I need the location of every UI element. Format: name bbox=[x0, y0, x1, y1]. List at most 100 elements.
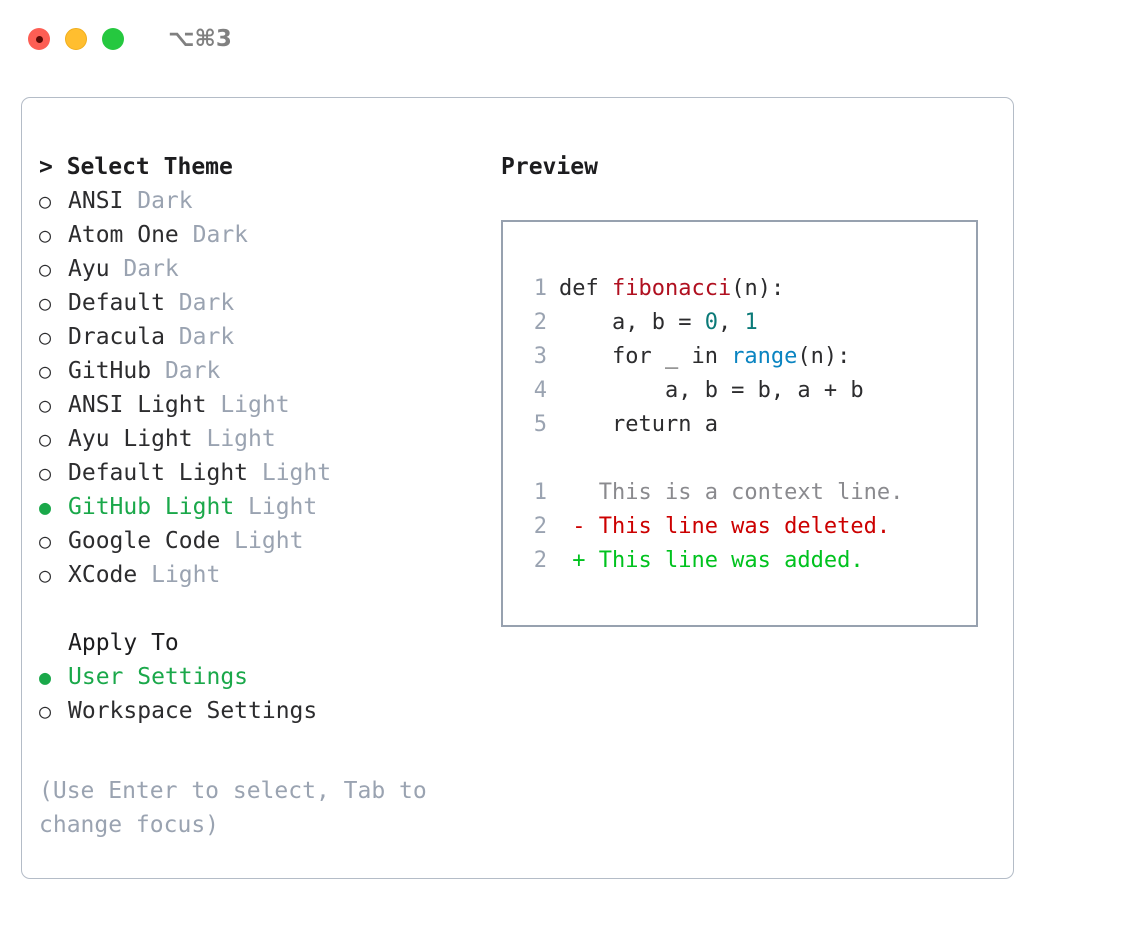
theme-option-label: Ayu Light bbox=[68, 426, 193, 452]
code-token: 0 bbox=[704, 310, 718, 335]
close-icon bbox=[35, 35, 43, 43]
code-token: return a bbox=[559, 412, 718, 437]
line-number: 2 bbox=[533, 548, 547, 573]
radio-unselected-icon: ○ bbox=[39, 393, 52, 417]
radio-unselected-icon: ○ bbox=[39, 189, 52, 213]
diff-sample: 1 This is a context line.2 - This line w… bbox=[525, 476, 976, 578]
keyboard-shortcut-label: ⌥⌘3 bbox=[168, 26, 232, 52]
theme-picker-column: > Select Theme ○ANSI Dark○Atom One Dark○… bbox=[39, 150, 479, 842]
maximize-button[interactable] bbox=[102, 28, 124, 50]
preview-title: Preview bbox=[501, 154, 598, 180]
code-token: fibonacci bbox=[611, 276, 732, 301]
theme-option-variant: Dark bbox=[151, 358, 221, 384]
code-line: 1 def fibonacci(n): bbox=[525, 272, 976, 306]
radio-unselected-icon: ○ bbox=[39, 563, 52, 587]
code-line: 4 a, b = b, a + b bbox=[525, 374, 976, 408]
theme-option-variant: Light bbox=[206, 392, 290, 418]
code-token: (n): bbox=[731, 276, 785, 301]
theme-option-variant: Dark bbox=[109, 256, 179, 282]
radio-unselected-icon: ○ bbox=[39, 223, 52, 247]
apply-to-header: Apply To bbox=[68, 630, 179, 656]
theme-option-label: GitHub bbox=[68, 358, 152, 384]
radio-unselected-icon: ○ bbox=[39, 427, 52, 451]
diff-line: 2 - This line was deleted. bbox=[525, 510, 976, 544]
theme-option[interactable]: ○ Dracula Dark bbox=[39, 320, 479, 354]
theme-option-label: Ayu bbox=[68, 256, 110, 282]
theme-option-variant: Dark bbox=[164, 324, 235, 350]
keyboard-hint: (Use Enter to select, Tab to change focu… bbox=[39, 778, 427, 838]
minimize-button[interactable] bbox=[65, 28, 87, 50]
line-number: 4 bbox=[533, 378, 547, 403]
theme-option-label: GitHub Light bbox=[68, 494, 235, 520]
apply-to-list[interactable]: ● User Settings ○ Workspace Settings bbox=[39, 660, 479, 728]
theme-option-label: Atom One bbox=[68, 222, 179, 248]
code-line: 2 a, b = 0, 1 bbox=[525, 306, 976, 340]
theme-option[interactable]: ○ ANSI Dark bbox=[39, 184, 479, 218]
diff-line-text: + This line was added. bbox=[559, 548, 864, 573]
diff-line-text: This is a context line. bbox=[559, 480, 904, 505]
theme-option-variant: Light bbox=[192, 426, 276, 452]
code-token: , bbox=[717, 310, 745, 335]
theme-option-variant: Light bbox=[234, 494, 318, 520]
code-line: 5 return a bbox=[525, 408, 976, 442]
theme-option[interactable]: ○ Ayu Light Light bbox=[39, 422, 479, 456]
select-theme-header: > Select Theme bbox=[39, 154, 233, 180]
code-token: (n): bbox=[797, 344, 851, 369]
close-button[interactable] bbox=[28, 28, 50, 50]
radio-unselected-icon: ○ bbox=[39, 529, 52, 553]
apply-to-option-label: Workspace Settings bbox=[68, 698, 318, 724]
line-number: 3 bbox=[533, 344, 547, 369]
main-panel: > Select Theme ○ANSI Dark○Atom One Dark○… bbox=[21, 97, 1014, 879]
code-token: 1 bbox=[744, 310, 758, 335]
code-token: range bbox=[731, 344, 798, 369]
spacer bbox=[525, 442, 976, 476]
code-token: for _ in bbox=[559, 344, 732, 369]
theme-option[interactable]: ○GitHub Dark bbox=[39, 354, 479, 388]
theme-option[interactable]: ○ Default Dark bbox=[39, 286, 479, 320]
apply-to-option[interactable]: ○ Workspace Settings bbox=[39, 694, 479, 728]
radio-selected-icon: ● bbox=[39, 495, 52, 519]
apply-to-option[interactable]: ● User Settings bbox=[39, 660, 479, 694]
diff-line: 1 This is a context line. bbox=[525, 476, 976, 510]
theme-option[interactable]: ● GitHub Light Light bbox=[39, 490, 479, 524]
window-controls bbox=[28, 28, 124, 50]
theme-option-variant: Dark bbox=[178, 222, 249, 248]
line-number: 5 bbox=[533, 412, 547, 437]
theme-option-variant: Dark bbox=[164, 290, 235, 316]
diff-line-text: - This line was deleted. bbox=[559, 514, 891, 539]
radio-unselected-icon: ○ bbox=[39, 461, 52, 485]
theme-option-variant: Dark bbox=[123, 188, 193, 214]
line-number: 1 bbox=[533, 276, 547, 301]
radio-unselected-icon: ○ bbox=[39, 325, 52, 349]
apply-to-option-label: User Settings bbox=[68, 664, 249, 690]
title-bar: ⌥⌘3 bbox=[0, 0, 1140, 78]
line-number: 1 bbox=[533, 480, 547, 505]
theme-option[interactable]: ○ Default Light Light bbox=[39, 456, 479, 490]
radio-selected-icon: ● bbox=[39, 665, 52, 689]
code-token: def bbox=[559, 276, 612, 301]
theme-option[interactable]: ○ ANSI Light Light bbox=[39, 388, 479, 422]
diff-line: 2 + This line was added. bbox=[525, 544, 976, 578]
code-line: 3 for _ in range(n): bbox=[525, 340, 976, 374]
code-token: a, b = bbox=[559, 310, 705, 335]
theme-option[interactable]: ○ Atom One Dark bbox=[39, 218, 479, 252]
theme-option-label: Dracula bbox=[68, 324, 165, 350]
theme-option-label: ANSI bbox=[68, 188, 124, 214]
theme-option-label: Google Code bbox=[68, 528, 221, 554]
line-number: 2 bbox=[533, 514, 547, 539]
theme-option-variant: Light bbox=[220, 528, 304, 554]
theme-option-label: Default Light bbox=[68, 460, 249, 486]
theme-option[interactable]: ○XCode Light bbox=[39, 558, 479, 592]
radio-unselected-icon: ○ bbox=[39, 291, 52, 315]
theme-option-variant: Light bbox=[248, 460, 332, 486]
theme-option-label: XCode bbox=[68, 562, 138, 588]
theme-option[interactable]: ○ Google Code Light bbox=[39, 524, 479, 558]
theme-option-label: ANSI Light bbox=[68, 392, 207, 418]
radio-unselected-icon: ○ bbox=[39, 699, 52, 723]
theme-list[interactable]: ○ANSI Dark○Atom One Dark○Ayu Dark○Defaul… bbox=[39, 184, 479, 592]
theme-option[interactable]: ○Ayu Dark bbox=[39, 252, 479, 286]
theme-option-label: Default bbox=[68, 290, 165, 316]
